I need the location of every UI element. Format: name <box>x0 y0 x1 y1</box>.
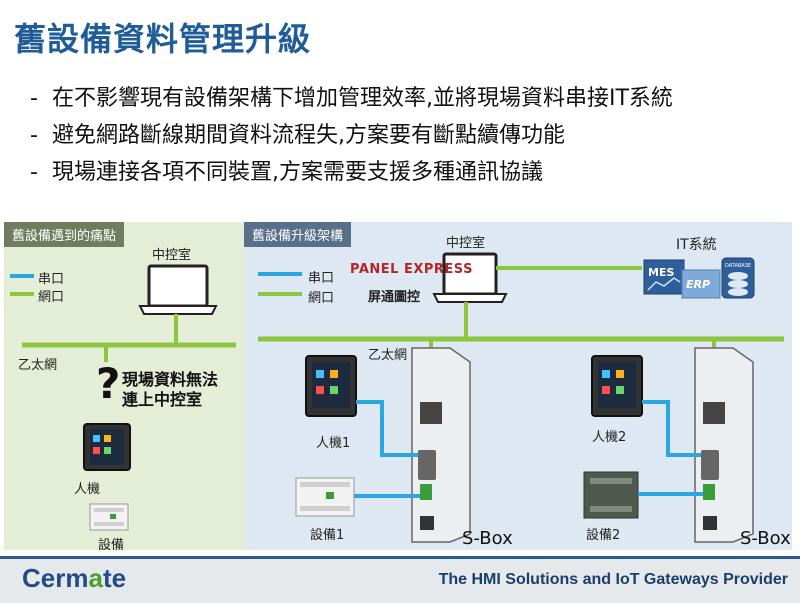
device-label: 設備 <box>98 538 125 553</box>
bullet-item: -在不影響現有設備架構下增加管理效率,並將現場資料串接IT系統 <box>30 86 673 111</box>
erp-icon: ERP <box>681 269 721 299</box>
page-title: 舊設備資料管理升級 <box>14 20 312 58</box>
hmi1-label: 人機1 <box>316 436 351 451</box>
device2-label: 設備2 <box>586 528 621 543</box>
plc-device-icon <box>583 471 639 519</box>
it-system-label: IT系統 <box>676 237 717 253</box>
mes-label: MES <box>648 266 674 279</box>
legacy-pain-panel: 舊設備遇到的痛點 ? 串口 網口 中控室 乙太 <box>4 222 244 553</box>
sbox1-label: S-Box <box>462 528 513 549</box>
question-mark-icon: ? <box>96 359 120 408</box>
company-logo: Cermate <box>22 563 127 593</box>
sbox2-label: S-Box <box>740 528 791 549</box>
legend-serial-label: 串口 <box>38 272 65 287</box>
control-room-label: 中控室 <box>446 236 486 251</box>
sbox-gateway-icon <box>411 347 471 543</box>
legacy-diagram-graphics: ? <box>10 264 236 531</box>
hmi-panel-icon <box>305 355 357 417</box>
laptop-icon <box>432 252 508 303</box>
panel-tag-legacy: 舊設備遇到的痛點 <box>4 222 125 247</box>
sbox-gateway-icon <box>694 347 754 543</box>
panel-express-subtitle: 屏通圖控 <box>368 290 421 305</box>
problem-text-line2: 連上中控室 <box>122 390 203 409</box>
device1-label: 設備1 <box>310 528 345 543</box>
company-tagline: The HMI Solutions and IoT Gateways Provi… <box>438 571 788 588</box>
hmi1-serial-line <box>356 400 418 457</box>
ethernet-label: 乙太網 <box>368 348 408 363</box>
control-room-label: 中控室 <box>152 248 192 263</box>
bullet-item: -避免網路斷線期間資料流程失,方案要有斷點續傳功能 <box>30 123 565 148</box>
hmi2-label: 人機2 <box>592 430 627 445</box>
upgrade-architecture-panel: 舊設備升級架構 MES ERP DATABASE <box>244 222 792 550</box>
upgrade-diagram-graphics: MES ERP DATABASE <box>258 252 784 543</box>
mes-icon: MES <box>643 259 685 295</box>
legend-network-label: 網口 <box>308 291 335 306</box>
erp-label: ERP <box>686 278 710 291</box>
hmi-label: 人機 <box>74 482 101 497</box>
panel-express-logo: PANEL EXPRESS <box>350 262 473 277</box>
hmi-panel-icon <box>591 355 643 417</box>
legend-network-label: 網口 <box>38 290 65 305</box>
database-label: DATABASE <box>725 263 751 269</box>
plc-device-icon <box>295 477 355 517</box>
problem-text-line1: 現場資料無法 <box>122 370 219 389</box>
bullet-item: -現場連接各項不同裝置,方案需要支援多種通訊協議 <box>30 160 543 185</box>
database-icon: DATABASE <box>721 257 755 299</box>
ethernet-label: 乙太網 <box>18 358 58 373</box>
legend-serial-label: 串口 <box>308 271 335 286</box>
plc-device-icon <box>89 503 129 531</box>
laptop-icon <box>138 264 218 315</box>
bullet-list: -在不影響現有設備架構下增加管理效率,並將現場資料串接IT系統 -避免網路斷線期… <box>30 80 673 191</box>
hmi-panel-icon <box>83 423 131 471</box>
hmi2-serial-line <box>642 400 701 457</box>
footer-bar: Cermate The HMI Solutions and IoT Gatewa… <box>0 556 800 603</box>
panel-tag-upgrade: 舊設備升級架構 <box>244 222 352 247</box>
